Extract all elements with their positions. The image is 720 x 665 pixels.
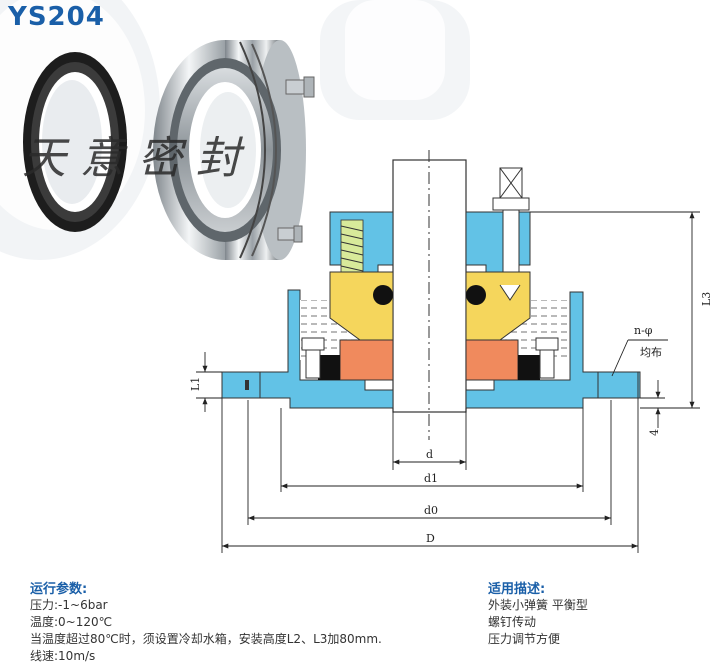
shaft: [392, 150, 467, 440]
apps-line-1: 外装小弹簧 平衡型: [488, 598, 588, 612]
right-seal-section: [465, 167, 641, 409]
dim-4-label: 4: [648, 429, 661, 436]
seal-cross-section-diagram: L1 L3 4 d d1 d0 D n-φ 均布: [189, 150, 713, 553]
dim-L1-label: L1: [189, 377, 202, 391]
params-title: 运行参数:: [30, 582, 88, 597]
dim-D-label: D: [426, 532, 435, 545]
mechanical-seal-image: [153, 40, 315, 260]
application-description: 适用描述: 外装小弹簧 平衡型 螺钉传动 压力调节方便: [488, 578, 588, 648]
rubber-ring-image: [23, 52, 127, 232]
evenly-label: 均布: [640, 346, 662, 359]
dim-d-label: d: [426, 448, 433, 461]
dim-d0-label: d0: [424, 504, 438, 517]
params-line-temperature: 温度:0~120℃: [30, 615, 113, 629]
dim-d1-label: d1: [424, 472, 438, 485]
product-photo: [0, 0, 470, 260]
apps-title: 适用描述:: [488, 582, 546, 597]
dimension-labels: L1 L3 4 d d1 d0 D n-φ 均布: [189, 292, 713, 545]
apps-line-2: 螺钉传动: [488, 615, 537, 629]
dim-L3-label: L3: [700, 292, 713, 306]
operating-parameters: 运行参数: 压力:-1~6bar 温度:0~120℃ 当温度超过80℃时，须设置…: [30, 578, 382, 665]
watermark-text: 天意密封: [22, 133, 254, 184]
apps-line-3: 压力调节方便: [488, 632, 561, 646]
dimension-lines: [196, 211, 700, 553]
params-line-pressure: 压力:-1~6bar: [30, 598, 108, 612]
n-phi-label: n-φ: [634, 324, 653, 337]
left-seal-section: [221, 211, 394, 409]
product-title: YS204: [8, 2, 105, 32]
params-line-cooling-note: 当温度超过80℃时，须设置冷却水箱，安装高度L2、L3加80mm.: [30, 632, 382, 646]
